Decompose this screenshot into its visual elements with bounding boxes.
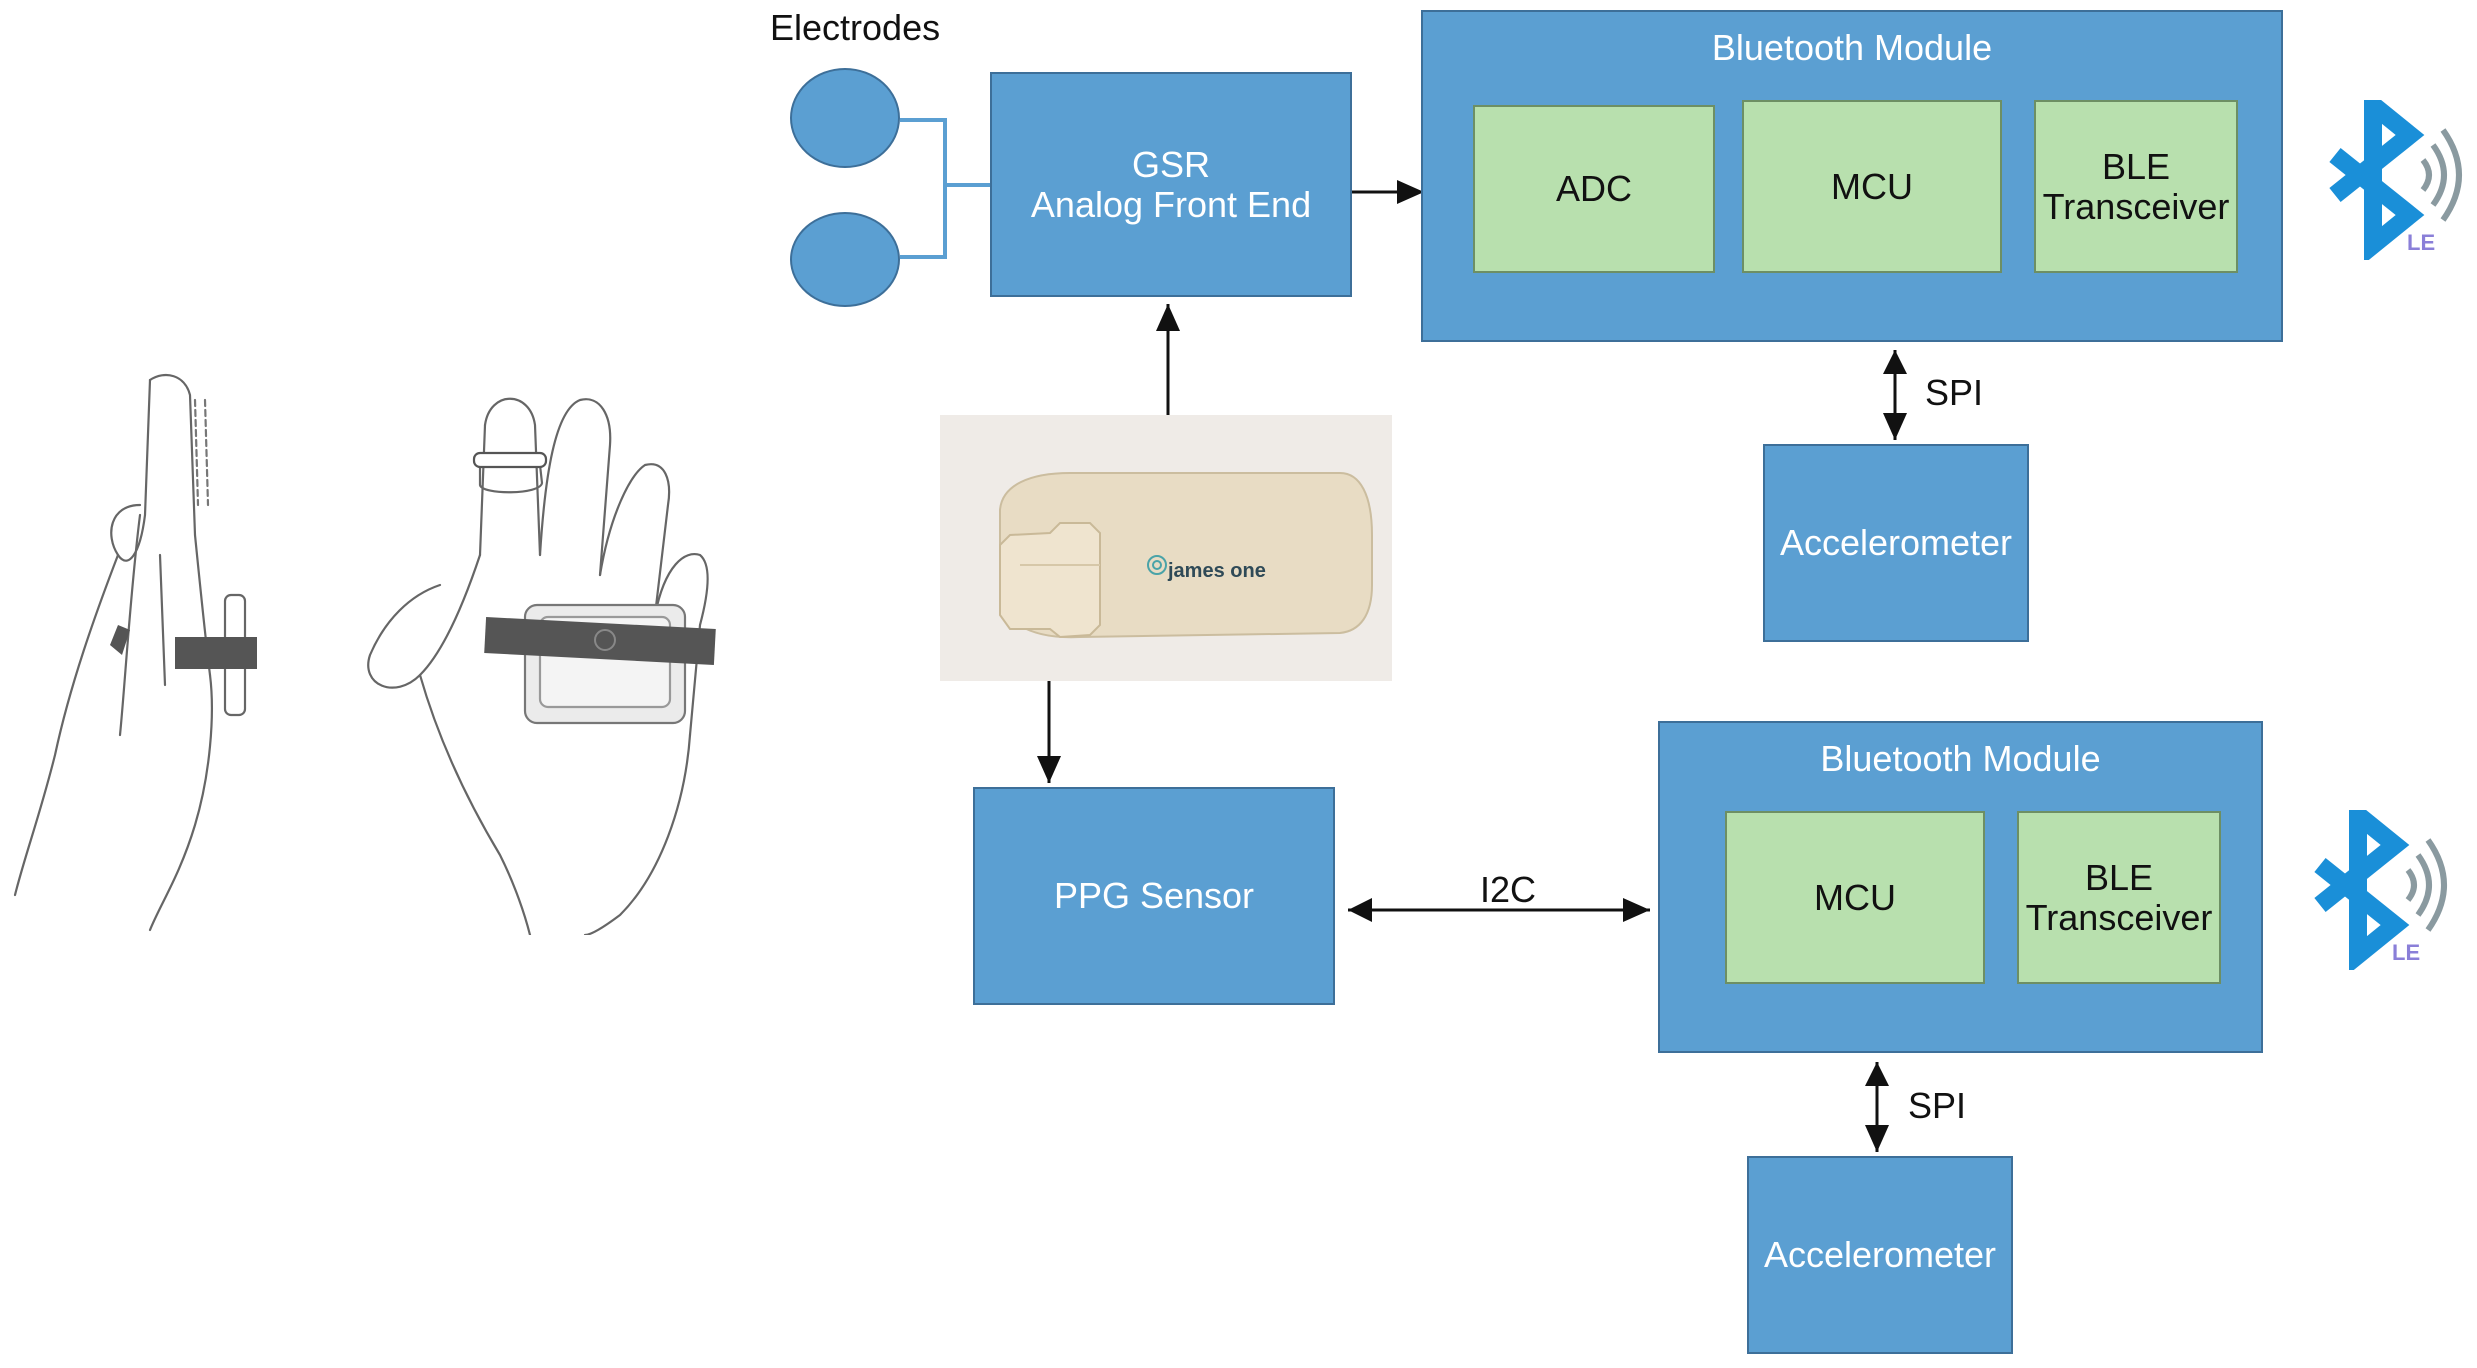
- device-brand-text: james one: [1167, 560, 1266, 582]
- ble-transceiver-bottom: BLE Transceiver: [2017, 811, 2221, 984]
- ppg-sensor-block: PPG Sensor: [973, 787, 1335, 1005]
- mcu-block-bottom: MCU: [1725, 811, 1985, 984]
- accelerometer-bottom: Accelerometer: [1747, 1156, 2013, 1354]
- gsr-label: GSR Analog Front End: [1030, 143, 1312, 225]
- accelerometer-bottom-label: Accelerometer: [1763, 1234, 1997, 1275]
- accelerometer-top-label: Accelerometer: [1779, 522, 2013, 563]
- spi-label-bottom: SPI: [1908, 1085, 1967, 1126]
- electrodes-label: Electrodes: [770, 7, 941, 48]
- adc-block: ADC: [1473, 105, 1715, 273]
- electrode-2: [790, 212, 900, 307]
- bluetooth-le-icon-top: LE: [2329, 100, 2462, 260]
- i2c-label: I2C: [1480, 869, 1537, 910]
- mcu-block-top: MCU: [1742, 100, 2002, 273]
- ble-transceiver-top: BLE Transceiver: [2034, 100, 2238, 273]
- bluetooth-module-bottom-title: Bluetooth Module: [1820, 738, 2101, 779]
- bluetooth-module-top-title: Bluetooth Module: [1711, 27, 1993, 68]
- bluetooth-module-bottom: Bluetooth Module MCU BLE Transceiver: [1658, 721, 2263, 1053]
- accelerometer-top: Accelerometer: [1763, 444, 2029, 642]
- bluetooth-le-icon-bottom: LE: [2314, 810, 2447, 970]
- le-label-bottom: LE: [2392, 940, 2420, 965]
- spi-label-top: SPI: [1925, 372, 1984, 413]
- electrode-1: [790, 68, 900, 168]
- ppg-label: PPG Sensor: [1053, 875, 1255, 916]
- le-label-top: LE: [2407, 230, 2435, 255]
- bluetooth-module-top: Bluetooth Module ADC MCU BLE Transceiver: [1421, 10, 2283, 342]
- gsr-afe-block: GSR Analog Front End: [990, 72, 1352, 297]
- device-photo: james one: [940, 415, 1392, 681]
- hands-illustration: [13, 373, 716, 935]
